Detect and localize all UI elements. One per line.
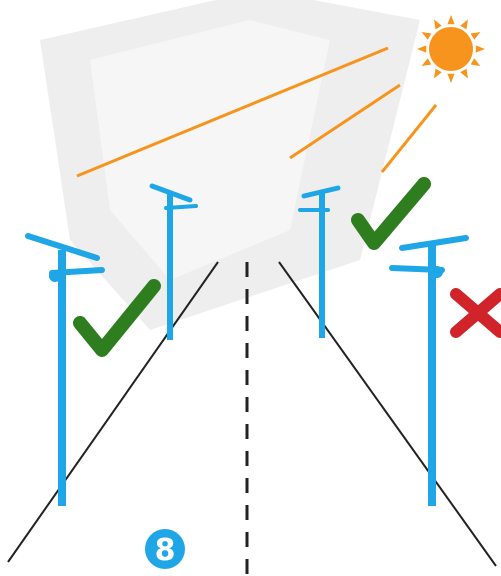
badge-number: 8 [155,533,176,568]
sun-spike [476,45,485,52]
step-badge: 8 [145,529,185,569]
light-arm [166,206,196,208]
light-lamp [431,266,443,278]
sun-icon [417,15,485,83]
solar-street-light-icon [392,238,466,506]
sun-spike [471,32,481,40]
sun-spike [460,20,468,30]
sun-disc [429,27,473,71]
cross-icon [456,294,500,332]
sun-spike [422,58,432,66]
road-edge-left [8,262,218,562]
sun-spike [422,32,432,40]
sun-spike [417,45,426,52]
road [8,262,496,576]
watermark [40,0,420,330]
sun-spike [447,74,454,83]
sun-spike [434,20,442,30]
sun-spike [447,15,454,24]
light-lamp [49,270,61,282]
solar-street-light-icon [28,236,102,506]
sun-spike [434,69,442,79]
sun-spike [460,69,468,79]
sun-spike [471,58,481,66]
